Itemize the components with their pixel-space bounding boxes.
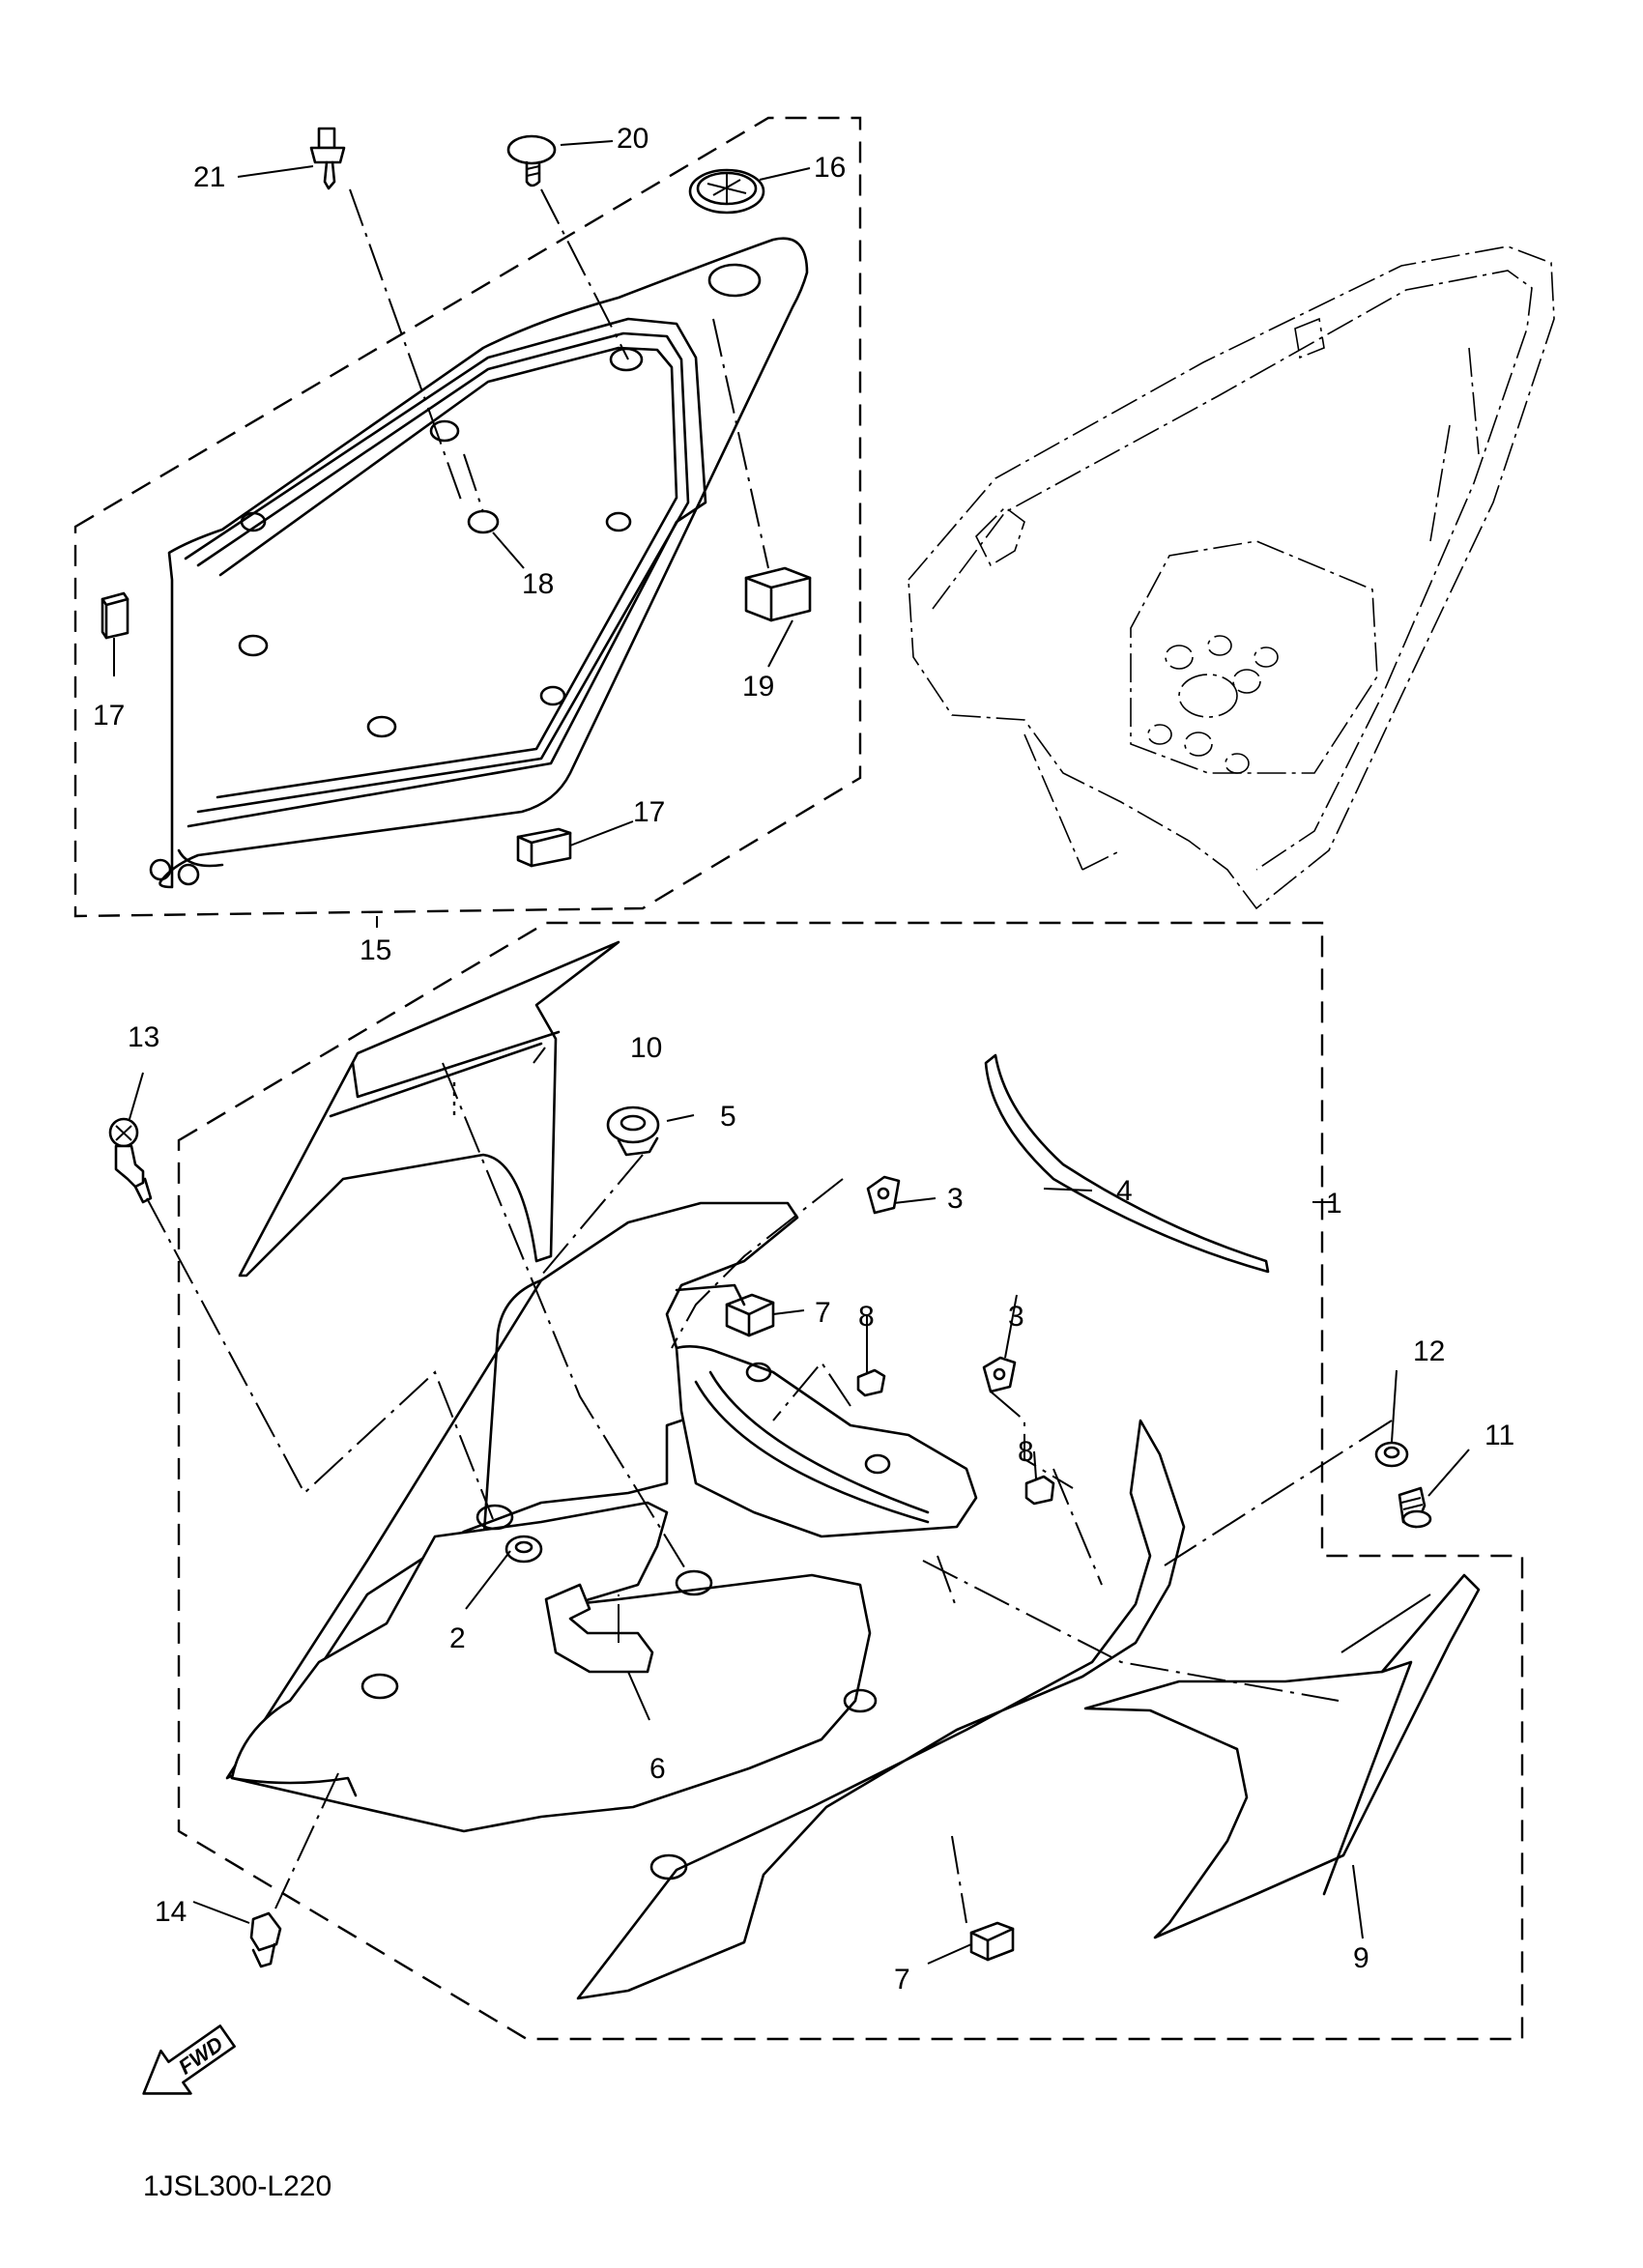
callout-13: 13 xyxy=(128,1021,159,1053)
part-7-damper-upper xyxy=(725,1293,775,1337)
part-17-damper-bottom xyxy=(516,827,572,868)
callout-10: 10 xyxy=(630,1032,662,1064)
callout-8-lower: 8 xyxy=(1018,1436,1034,1468)
callout-7-lower: 7 xyxy=(894,1964,910,1995)
callout-5: 5 xyxy=(720,1101,736,1133)
callout-17-left: 17 xyxy=(93,700,125,732)
callout-3-upper: 3 xyxy=(947,1183,964,1215)
callout-19: 19 xyxy=(742,671,774,703)
part-2-grommet xyxy=(504,1535,543,1564)
callout-16: 16 xyxy=(814,152,846,184)
callout-18: 18 xyxy=(522,568,554,600)
part-7-damper-lower xyxy=(969,1921,1015,1962)
part-8-rubber-lower xyxy=(1024,1475,1055,1506)
assembly-15-boundary xyxy=(73,116,862,918)
callout-12: 12 xyxy=(1413,1335,1445,1367)
fwd-arrow-icon: FWD xyxy=(142,2024,236,2095)
callout-4: 4 xyxy=(1116,1175,1133,1207)
part-11-screw xyxy=(1398,1486,1432,1529)
callout-2: 2 xyxy=(449,1622,466,1654)
part-1-side-cowl-assembly xyxy=(225,1201,1481,2000)
callout-21: 21 xyxy=(193,161,225,193)
part-3-clip-lower xyxy=(982,1356,1017,1393)
part-14-clip xyxy=(249,1911,282,1968)
callout-1: 1 xyxy=(1326,1188,1342,1220)
part-16-emblem xyxy=(688,168,765,215)
part-18-grommet xyxy=(467,509,500,534)
yamaha-emblem-icon xyxy=(706,174,747,203)
callout-7-upper: 7 xyxy=(815,1297,831,1329)
callout-3-lower: 3 xyxy=(1008,1301,1024,1333)
callout-9: 9 xyxy=(1353,1942,1369,1974)
part-8-rubber-upper xyxy=(856,1368,886,1397)
callout-6: 6 xyxy=(649,1753,666,1785)
part-21-bolt xyxy=(309,127,346,190)
part-10-upper-panel xyxy=(238,940,620,1278)
assembly-1-boundary xyxy=(177,921,1524,2041)
callout-8-upper: 8 xyxy=(858,1301,875,1333)
callout-14: 14 xyxy=(155,1896,187,1928)
callout-20: 20 xyxy=(617,123,649,155)
part-6-damper-tube xyxy=(544,1583,654,1674)
part-15-side-cover xyxy=(149,237,809,889)
callout-15: 15 xyxy=(360,934,391,966)
part-12-collar xyxy=(1374,1441,1409,1468)
part-20-screw xyxy=(506,134,557,187)
part-13-screw xyxy=(108,1117,153,1204)
callout-17-bottom: 17 xyxy=(633,796,665,828)
diagram-code: 1JSL300-L220 xyxy=(143,2170,331,2202)
part-19-damper xyxy=(744,566,812,622)
rear-frame-reference xyxy=(908,245,1555,910)
part-5-grommet xyxy=(606,1105,660,1157)
part-17-damper-left xyxy=(101,591,130,640)
part-4-trim-strip xyxy=(984,1053,1270,1274)
part-3-clip-upper xyxy=(866,1175,901,1215)
callout-11: 11 xyxy=(1484,1420,1514,1451)
